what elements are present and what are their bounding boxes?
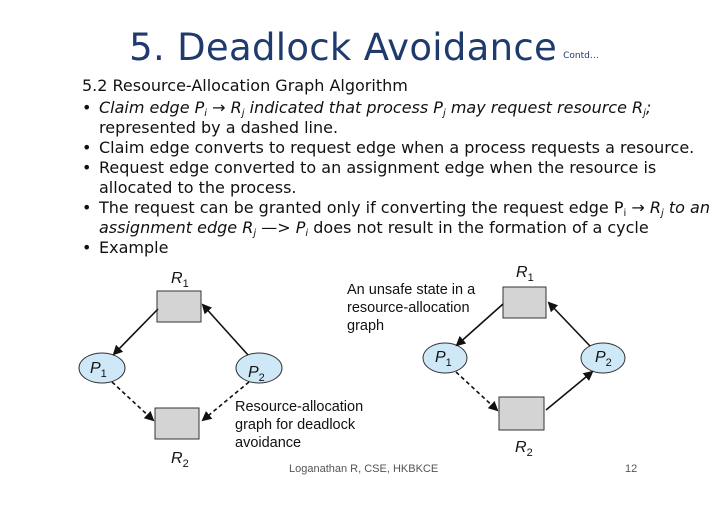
b1-text-c: ; <box>645 98 652 117</box>
bullet-claim-edge: Claim edge Pi → Rj indicated that proces… <box>82 98 722 138</box>
b4-sub-i: i <box>623 208 627 219</box>
b4-text-e: does not result in the formation of a cy… <box>308 218 649 237</box>
bullet-grant-condition: The request can be granted only if conve… <box>82 198 722 239</box>
left-graph-caption: Resource-allocation graph for deadlock a… <box>235 398 363 452</box>
b1-line2: represented by a dashed line. <box>99 118 339 137</box>
b4-r: R <box>649 198 661 217</box>
footer-author: Loganathan R, CSE, HKBKCE <box>289 463 439 475</box>
slide-body: 5.2 Resource-Allocation Graph Algorithm … <box>82 76 722 258</box>
right-edge-r1-p1 <box>455 303 504 347</box>
right-resource-r2 <box>498 396 545 431</box>
bullet-request-to-assignment: Request edge converted to an assignment … <box>82 158 722 198</box>
b1-text-b: may request resource R <box>445 98 644 117</box>
b1-arrow: → <box>212 98 226 117</box>
right-process-p1 <box>422 342 468 374</box>
left-label-r2: R2 <box>171 450 189 470</box>
b1-claim-edge: Claim edge P <box>99 98 205 117</box>
left-graph: R1 R2 P1 P2 <box>78 270 283 470</box>
left-label-p2: P2 <box>248 364 265 384</box>
bullet-claim-to-request: Claim edge converts to request edge when… <box>82 138 722 158</box>
right-label-p1: P1 <box>435 349 452 369</box>
b1-sub-j3: j <box>643 108 646 119</box>
left-caption-line-1: Resource-allocation <box>235 399 364 415</box>
left-process-p1 <box>78 352 126 384</box>
title-text: 5. Deadlock Avoidance <box>129 26 558 69</box>
b1-text-a: indicated that process P <box>244 98 443 117</box>
b4-text-d: —> P <box>256 218 306 237</box>
right-process-p2 <box>580 342 626 374</box>
left-resource-r1 <box>156 290 202 323</box>
left-caption-line-3: avoidance <box>235 435 302 451</box>
right-graph: R1 R2 P1 P2 <box>422 264 626 459</box>
left-resource-r2 <box>154 407 200 440</box>
right-label-r2: R2 <box>515 439 533 459</box>
footer-page-number: 12 <box>625 463 638 475</box>
b4-text-c: assignment edge R <box>99 218 254 237</box>
b4-text-a: The request can be granted only if conve… <box>99 198 624 217</box>
right-label-p2: P2 <box>595 349 612 369</box>
right-edge-p2-r1 <box>547 301 591 347</box>
left-caption-line-2: graph for deadlock <box>235 417 356 433</box>
b1-sub-j2: j <box>442 108 446 119</box>
title-suffix: Contd… <box>563 50 599 61</box>
b4-sub-j2: j <box>253 228 257 239</box>
b4-sub-i2: i <box>305 228 309 239</box>
left-process-p2 <box>235 352 283 384</box>
left-claim-p1-r2 <box>111 381 155 422</box>
b1-r: R <box>230 98 242 117</box>
left-edge-r1-p1 <box>112 308 159 356</box>
bullet-list: Claim edge Pi → Rj indicated that proces… <box>82 98 722 258</box>
right-graph-caption: An unsafe state in a resource-allocation… <box>347 281 475 335</box>
right-caption-line-2: resource-allocation <box>347 300 470 316</box>
b1-sub-j: j <box>241 108 245 119</box>
left-label-r1: R1 <box>171 270 189 290</box>
b4-sub-j: j <box>661 208 664 219</box>
right-label-r1: R1 <box>516 264 534 284</box>
subheading: 5.2 Resource-Allocation Graph Algorithm <box>82 76 408 95</box>
right-caption-line-3: graph <box>347 318 385 334</box>
b4-text-b: to an <box>663 198 710 217</box>
right-caption-line-1: An unsafe state in a <box>347 282 476 298</box>
right-claim-p1-r2 <box>455 371 499 412</box>
left-label-p1: P1 <box>90 360 107 380</box>
left-claim-p2-r2 <box>201 381 250 422</box>
b1-sub-i: i <box>204 108 208 119</box>
right-resource-r1 <box>502 286 547 319</box>
bullet-example: Example <box>82 238 722 258</box>
b4-arrow: → <box>631 198 645 217</box>
right-edge-r2-p2 <box>545 370 594 411</box>
left-edge-p2-r1 <box>201 303 249 356</box>
